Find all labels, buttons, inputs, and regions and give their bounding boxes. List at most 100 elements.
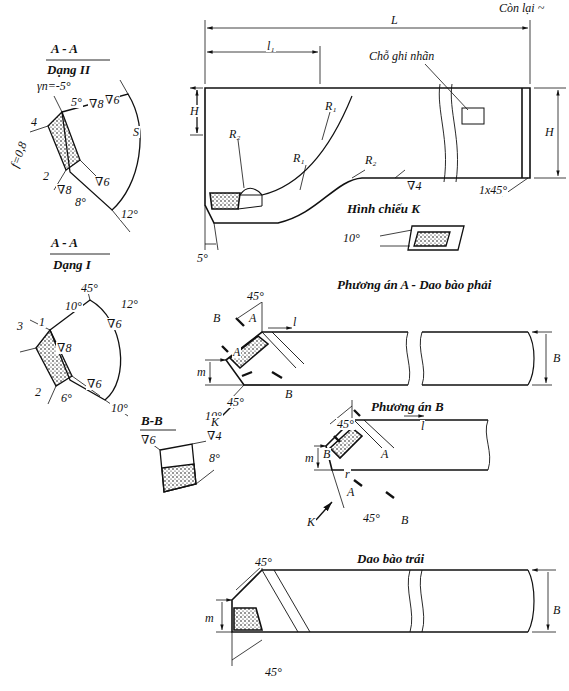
dimension-label: ∇6 xyxy=(86,378,102,390)
left-tool-dimensions-stroke xyxy=(232,632,262,666)
side-view-stroke xyxy=(439,84,457,182)
dimension-label: R₁ xyxy=(292,152,306,164)
dimension-label: B xyxy=(212,312,221,324)
plan-a-marks xyxy=(205,296,552,418)
dimension-label: l₁ xyxy=(266,40,276,52)
dimension-label: γn=-5° xyxy=(36,80,72,92)
section-bb-stroke xyxy=(140,430,176,431)
plan-a-marks-stroke xyxy=(205,360,244,385)
section-aa-type-ii xyxy=(30,60,140,232)
side-dimensions-stroke xyxy=(395,170,405,178)
dimension-label: B xyxy=(400,514,409,526)
plan-view-a-stroke xyxy=(406,332,423,385)
side-view-stroke xyxy=(462,108,484,124)
plan-b-marks-stroke xyxy=(334,410,394,498)
view-title: Dạng I xyxy=(52,258,92,271)
plan-view-b-stroke xyxy=(486,420,489,470)
dimension-label: m xyxy=(304,452,315,464)
plan-a-marks-stroke xyxy=(242,372,282,378)
dimension-label: 45° xyxy=(226,396,245,408)
view-title: Phương án A - Dao bào phải xyxy=(336,278,492,291)
dimension-label: R₂ xyxy=(228,128,242,140)
section-aa-type-i-stroke xyxy=(50,300,121,400)
dimension-label: 2 xyxy=(34,386,42,398)
side-dimensions-stroke xyxy=(207,52,318,53)
plan-b-marks xyxy=(314,400,424,520)
dimension-label: 5° xyxy=(196,252,209,264)
side-view-stroke xyxy=(205,88,530,223)
dimension-label: ∇4 xyxy=(406,180,422,192)
dimension-label: r xyxy=(344,468,351,480)
side-dimensions-stroke xyxy=(238,112,365,190)
side-view-stroke xyxy=(521,88,523,178)
plan-a-marks-stroke xyxy=(532,332,552,385)
dimension-label: ∇8 xyxy=(88,98,104,110)
dimension-label: 1x45° xyxy=(478,184,508,196)
dimension-label: 10° xyxy=(342,232,361,244)
plan-b-marks-stroke xyxy=(314,446,332,470)
plan-view-a-stroke xyxy=(290,332,528,385)
side-view-stroke xyxy=(210,193,240,209)
dimension-label: ∇6 xyxy=(94,176,110,188)
view-k xyxy=(380,226,464,250)
dimension-label: 45° xyxy=(336,418,355,430)
left-tool-dimensions xyxy=(216,560,556,666)
view-k-stroke xyxy=(380,230,412,246)
plan-b-marks-stroke xyxy=(332,470,344,508)
side-dimensions-stroke xyxy=(425,64,468,110)
section-bb-stroke xyxy=(162,464,196,492)
side-view-stroke xyxy=(240,188,262,195)
view-title: Dao bào trái xyxy=(356,552,425,565)
dimension-label: m xyxy=(204,612,215,624)
side-dimensions-stroke xyxy=(207,28,528,29)
dimension-label: B xyxy=(322,448,331,460)
dimension-label: 10° xyxy=(64,300,83,312)
dimension-label: A xyxy=(346,486,355,498)
left-tool-dimensions-stroke xyxy=(532,570,556,632)
dimension-label: 45° xyxy=(254,556,273,568)
plan-view-b-stroke xyxy=(330,428,362,458)
dimension-label: m xyxy=(196,366,207,378)
dimension-label: R₂ xyxy=(364,154,378,166)
dimension-label: A xyxy=(248,312,257,324)
section-bb-stroke xyxy=(160,444,196,492)
view-k-stroke xyxy=(408,226,464,250)
left-hand-tool-stroke xyxy=(408,570,423,632)
dimension-label: ∇8 xyxy=(56,184,72,196)
dimension-label: l xyxy=(420,420,425,432)
dimension-label: ∇8 xyxy=(56,342,72,354)
dimension-label: ∇6 xyxy=(104,94,120,106)
plan-view-a xyxy=(226,332,534,385)
dimension-label: ∇6 xyxy=(140,434,156,446)
left-hand-tool-stroke xyxy=(528,570,534,632)
dimension-label: 3 xyxy=(16,320,24,332)
dimension-label: ∇4 xyxy=(206,430,222,442)
dimension-label: 45° xyxy=(80,282,99,294)
plan-view-a-stroke xyxy=(262,332,304,368)
dimension-label: ∇6 xyxy=(106,318,122,330)
side-view-stroke xyxy=(238,195,262,209)
dimension-label: Chỗ ghi nhãn xyxy=(368,50,435,62)
dimension-label: L xyxy=(390,14,399,26)
dimension-label: 8° xyxy=(208,452,221,464)
dimension-label: B xyxy=(284,388,293,400)
section-aa-type-ii-stroke xyxy=(30,80,130,232)
side-dimensions-stroke xyxy=(205,205,218,250)
side-dimensions-stroke xyxy=(205,20,530,84)
side-view-stroke xyxy=(262,96,352,195)
dimension-label: 45° xyxy=(264,666,283,678)
dimension-label: R₁ xyxy=(324,100,338,112)
left-hand-tool xyxy=(232,570,534,632)
view-title: Hình chiếu K xyxy=(346,202,421,215)
dimension-label: A xyxy=(380,448,389,460)
dimension-label: 5° xyxy=(70,96,83,108)
plan-b-marks-stroke xyxy=(404,416,424,417)
dimension-label: 12° xyxy=(120,298,139,310)
dimension-label: 1 xyxy=(38,316,46,328)
dimension-label: 4 xyxy=(30,116,38,128)
dimension-label: B xyxy=(552,604,561,616)
section-aa-type-i-stroke xyxy=(50,254,110,255)
section-aa-type-ii-stroke xyxy=(48,112,80,170)
